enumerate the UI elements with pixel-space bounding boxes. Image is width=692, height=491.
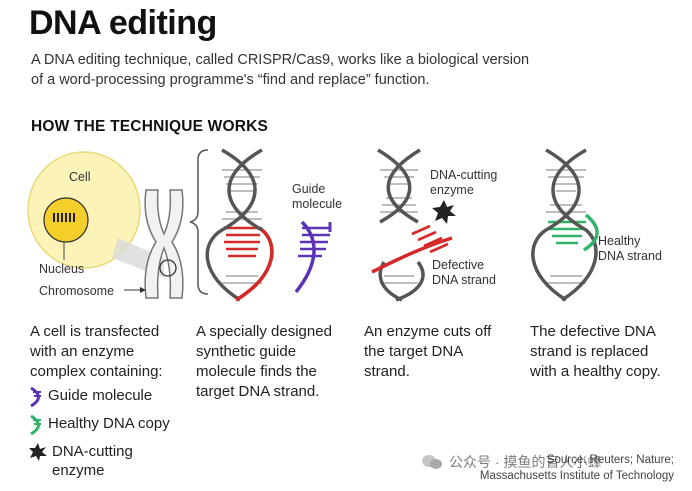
intro-line-2: of a word-processing programme's “find a… [31,72,430,88]
cell-label: Cell [69,170,91,184]
zoom-bracket [189,149,209,295]
helix-target [205,148,274,302]
step-3-description: An enzyme cuts off the target DNA strand… [364,323,492,380]
guide-molecule-icon [30,386,41,408]
healthy-dna-label: Healthy DNA strand [598,234,662,263]
chromosome-graphic [144,189,184,299]
helix-cut [371,148,456,302]
guide-molecule-label: Guide molecule [292,182,343,211]
enzyme-graphic [432,200,456,224]
healthy-dna-icon [30,414,41,436]
wechat-icon [422,455,442,469]
chromosome-label: Chromosome [39,284,115,298]
page-title: DNA editing [29,4,217,42]
dna-cutting-enzyme-icon [29,443,47,461]
defective-dna-label: Defective DNA strand [432,258,496,287]
legend-enzyme: DNA-cutting enzyme [28,442,133,480]
section-heading: HOW THE TECHNIQUE WORKS [31,118,269,135]
helix-repaired [531,148,599,302]
source-credit: Source: Reuters; Nature; Massachusetts I… [479,454,674,482]
intro-line-1: A DNA editing technique, called CRISPR/C… [31,52,530,68]
step-2-description: A specially designed synthetic guide mol… [196,323,332,400]
enzyme-label: DNA-cutting enzyme [430,168,498,197]
step-1-description: A cell is transfected with an enzyme com… [30,323,163,380]
nucleus-label: Nucleus [39,262,85,276]
cell-graphic [27,151,164,278]
watermark: 公众号 · 摸鱼的盲人小蜂 [421,452,601,472]
guide-molecule-graphic [294,220,332,294]
step-4-description: The defective DNA strand is replaced wit… [530,323,661,380]
legend-guide: Guide molecule [28,386,152,408]
legend-healthy: Healthy DNA copy [28,414,170,436]
